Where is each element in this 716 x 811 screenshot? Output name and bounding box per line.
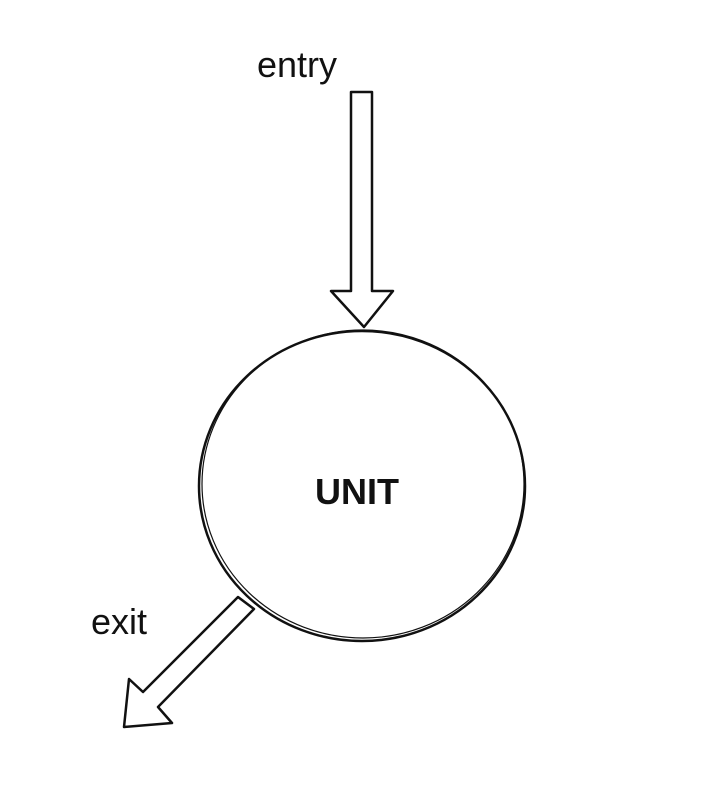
unit-label: UNIT (315, 471, 399, 512)
unit-circle (197, 329, 527, 643)
unit-circle-sketch-stroke (201, 329, 525, 639)
exit-arrow (122, 595, 256, 729)
entry-label: entry (257, 44, 338, 85)
entry-arrow (329, 90, 395, 329)
exit-label: exit (91, 601, 148, 642)
